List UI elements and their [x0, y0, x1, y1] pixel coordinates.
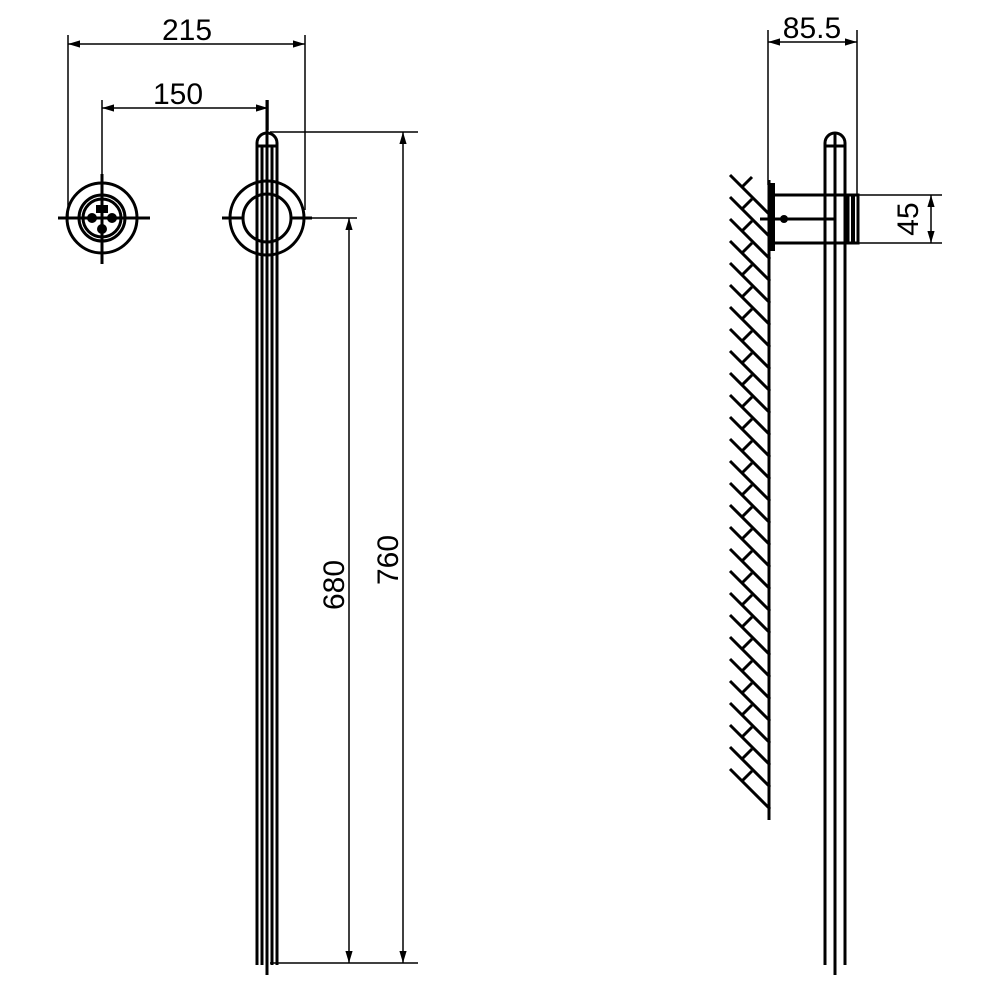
- dimension-center-spacing: 150: [101, 78, 269, 180]
- dimension-label-760: 760: [372, 535, 405, 585]
- hatch-tick: [740, 373, 754, 387]
- hatch-tick: [740, 725, 754, 739]
- hatch-line: [728, 261, 772, 305]
- hatch-line: [728, 635, 772, 679]
- hatch-line: [728, 481, 772, 525]
- dimension-label-85-5: 85.5: [783, 12, 841, 45]
- dimension-label-45: 45: [892, 202, 925, 235]
- hatch-tick: [740, 329, 754, 343]
- hatch-line: [728, 503, 772, 547]
- wall-outlet-front-view: [58, 174, 150, 264]
- hatch-tick: [740, 615, 754, 629]
- hatch-line: [728, 437, 772, 481]
- hatch-line: [728, 525, 772, 569]
- dimension-overall-height: 760: [270, 131, 418, 964]
- hatch-line: [728, 569, 772, 613]
- hatch-tick: [740, 549, 754, 563]
- hatch-line: [728, 349, 772, 393]
- hatch-line: [728, 613, 772, 657]
- hatch-line: [728, 745, 772, 789]
- hatch-tick: [740, 483, 754, 497]
- hatch-tick: [740, 395, 754, 409]
- hatch-tick: [740, 769, 754, 783]
- dimension-center-height: 680: [312, 217, 357, 963]
- hatch-tick: [740, 241, 754, 255]
- hatch-line: [728, 305, 772, 349]
- dimension-label-680: 680: [318, 560, 351, 610]
- hatch-tick: [740, 527, 754, 541]
- hatch-line: [728, 393, 772, 437]
- hatch-tick: [740, 307, 754, 321]
- hatch-tick: [740, 219, 754, 233]
- hatch-line: [728, 371, 772, 415]
- hatch-tick: [740, 593, 754, 607]
- hatch-line: [728, 701, 772, 745]
- hatch-tick: [740, 285, 754, 299]
- hatch-tick: [740, 637, 754, 651]
- hatch-tick: [740, 175, 754, 189]
- hatch-line: [728, 415, 772, 459]
- hatch-line: [728, 459, 772, 503]
- hatch-tick: [740, 571, 754, 585]
- hatch-line: [728, 173, 772, 217]
- hatch-line: [728, 657, 772, 701]
- dimension-projection: 85.5: [767, 12, 858, 195]
- hatch-line: [728, 239, 772, 283]
- hatch-tick: [740, 681, 754, 695]
- towel-bar-side-view: [760, 131, 860, 975]
- hatch-line: [728, 327, 772, 371]
- hatch-line: [728, 767, 772, 811]
- dimension-label-215: 215: [162, 14, 212, 47]
- dimension-overall-width: 215: [67, 14, 306, 218]
- dimension-label-150: 150: [153, 78, 203, 111]
- hatch-tick: [740, 439, 754, 453]
- dimension-bracket-diameter: 45: [857, 194, 942, 244]
- hatch-tick: [740, 197, 754, 211]
- hatch-line: [728, 283, 772, 327]
- hatch-tick: [740, 703, 754, 717]
- hatch-line: [728, 195, 772, 239]
- hatch-tick: [740, 659, 754, 673]
- hatch-line: [728, 591, 772, 635]
- hatch-line: [728, 679, 772, 723]
- hatch-line: [728, 723, 772, 767]
- hatch-tick: [740, 263, 754, 277]
- hatch-tick: [740, 417, 754, 431]
- towel-bar-front-view: [222, 100, 312, 975]
- hatch-tick: [740, 351, 754, 365]
- hatch-line: [728, 547, 772, 591]
- hatch-line: [728, 217, 772, 261]
- hatch-tick: [740, 505, 754, 519]
- hatch-tick: [740, 461, 754, 475]
- hatch-tick: [740, 747, 754, 761]
- wall-hatching: [728, 173, 772, 811]
